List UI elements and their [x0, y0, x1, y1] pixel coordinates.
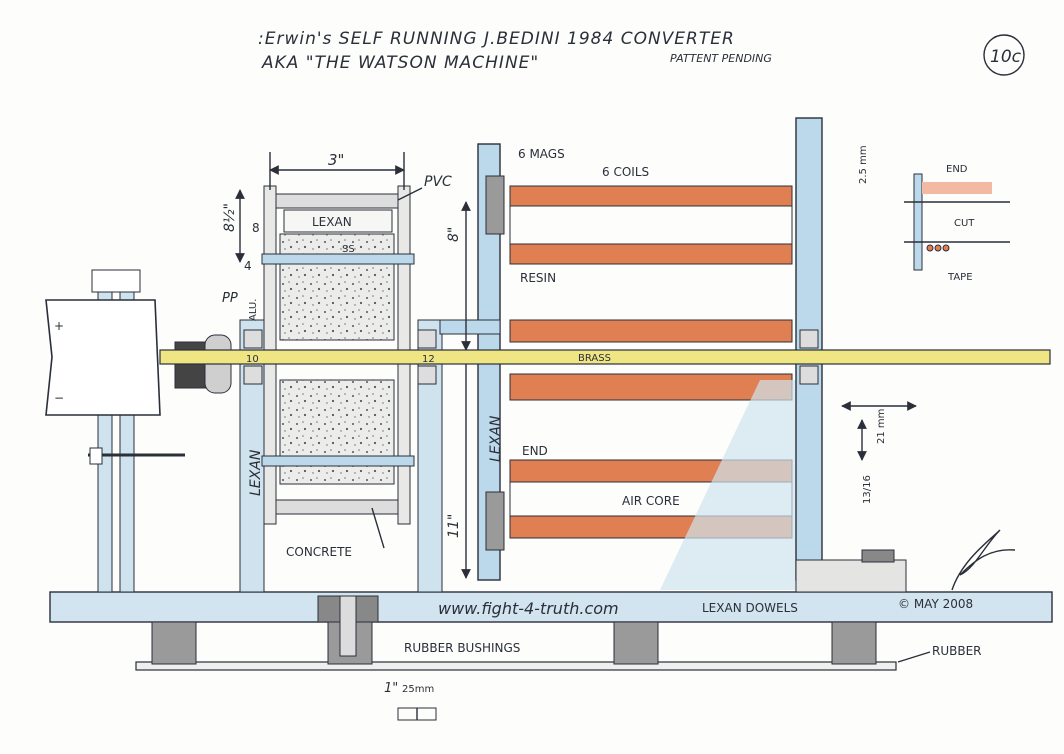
lexan-top-label: LEXAN	[312, 215, 352, 229]
brass-label: BRASS	[578, 353, 611, 364]
title-line1: :Erwin's SELF RUNNING J.BEDINI 1984 CONV…	[258, 29, 735, 49]
page-badge: 10c	[990, 47, 1022, 67]
dim-25mm-a: 2.5 mm	[858, 145, 869, 184]
ss-rod-top	[261, 253, 415, 265]
rubber-strip	[135, 661, 897, 671]
tape-dot-1	[926, 244, 934, 252]
bolt-shank	[339, 595, 357, 657]
dim-21mm: 21 mm	[876, 409, 887, 444]
battery-minus: −	[54, 391, 64, 405]
detail-end: END	[946, 164, 968, 175]
bushing-1	[151, 621, 197, 665]
num-4: 4	[244, 259, 252, 273]
rubber-label: RUBBER	[932, 644, 982, 658]
coil-mid-lower	[509, 373, 793, 401]
concrete-lower	[279, 379, 395, 485]
pvc-shell-top	[275, 193, 399, 209]
pp-label: PP	[222, 291, 238, 306]
dim-11in: 11"	[446, 514, 462, 538]
lexan-bracket	[439, 319, 501, 335]
coil-mid-upper	[509, 319, 793, 343]
top-clamp	[91, 269, 141, 293]
mags-label: 6 MAGS	[518, 147, 565, 161]
dim-1in: 1"	[384, 681, 398, 696]
magnet-bottom	[485, 491, 505, 551]
coupling	[174, 341, 208, 389]
ss-rod-bottom	[261, 455, 415, 467]
bearing-2	[243, 365, 263, 385]
signature-mark	[951, 529, 1016, 591]
num-12: 12	[422, 354, 435, 365]
concrete-upper	[279, 233, 395, 341]
detail-wire-top	[922, 182, 992, 194]
bearing-3	[417, 329, 437, 349]
detail-tape: TAPE	[947, 272, 973, 283]
coil-top-upper	[509, 185, 793, 207]
pvc-label: PVC	[424, 174, 452, 190]
dim-8half: 8½"	[222, 203, 238, 232]
battery	[45, 299, 161, 416]
title-line2: AKA "THE WATSON MACHINE"	[261, 53, 539, 73]
air-core-label: AIR CORE	[622, 494, 680, 508]
tape-dot-3	[942, 244, 950, 252]
rubber-leader	[897, 651, 931, 663]
ss-label: SS	[342, 244, 355, 255]
detail-cut: CUT	[954, 218, 975, 229]
rod-nut	[89, 447, 103, 465]
bearing-6	[799, 365, 819, 385]
patent-note: PATTENT PENDING	[670, 52, 772, 65]
right-frame-post	[417, 319, 443, 593]
lexan-right-frame	[795, 117, 823, 581]
bushing-4	[831, 621, 877, 665]
num-10: 10	[246, 354, 259, 365]
concrete-leader	[371, 507, 385, 549]
dim-25mm-b: 25mm	[402, 684, 434, 695]
bearing-1	[243, 329, 263, 349]
base-plate	[49, 591, 1053, 623]
lexan-ring-top	[283, 209, 393, 233]
bushing-3	[613, 621, 659, 665]
dim-13-16: 13/16	[862, 475, 873, 504]
lexan-dowels: LEXAN DOWELS	[702, 601, 798, 615]
right-frame-base	[795, 559, 907, 593]
copyright: © MAY 2008	[898, 597, 973, 611]
end-coil-label: END	[522, 444, 548, 458]
dim-8in: 8"	[446, 227, 462, 242]
bearing-5	[799, 329, 819, 349]
dim-3in: 3"	[328, 151, 344, 169]
page-badge-circle	[983, 34, 1025, 76]
rubber-bushings: RUBBER BUSHINGS	[404, 641, 520, 655]
concrete-label: CONCRETE	[286, 545, 352, 559]
resin-label: RESIN	[520, 271, 556, 285]
brass-shaft	[159, 349, 1051, 365]
website: www.fight-4-truth.com	[438, 599, 619, 618]
num-8: 8	[252, 221, 260, 235]
battery-plus: +	[54, 319, 64, 333]
lexan-shadow	[660, 380, 800, 590]
tape-dot-2	[934, 244, 942, 252]
bearing-4	[417, 365, 437, 385]
pvc-leader	[397, 187, 423, 201]
pvc-shell-bottom	[275, 499, 399, 515]
detail-plate	[913, 173, 923, 271]
right-frame-knob	[861, 549, 895, 563]
magnet-top	[485, 175, 505, 235]
lexan-mid-label: LEXAN	[488, 415, 504, 462]
lexan-left-label: LEXAN	[248, 449, 264, 496]
coils-label: 6 COILS	[602, 165, 649, 179]
alu-label: ALU.	[248, 299, 259, 321]
coil-top-lower	[509, 243, 793, 265]
